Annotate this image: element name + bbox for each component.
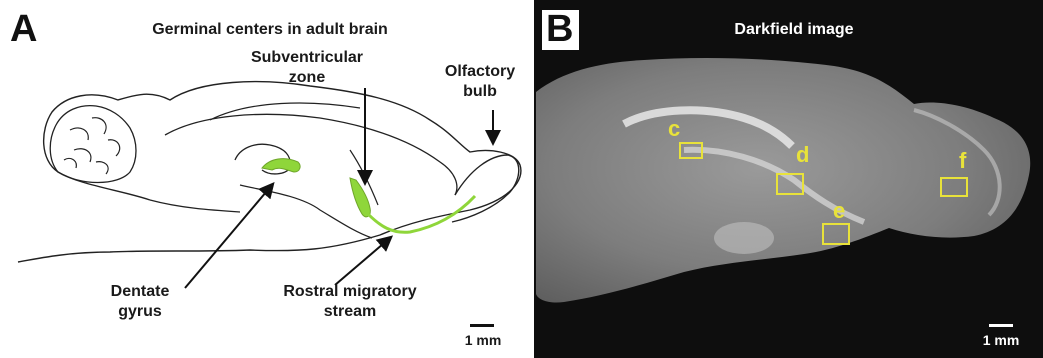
scale-bar-b <box>989 324 1013 327</box>
roi-label-d: d <box>796 144 809 166</box>
scale-label-b: 1 mm <box>971 330 1031 350</box>
corpus-callosum <box>210 103 360 120</box>
cerebellum-folia <box>64 118 120 174</box>
panel-a-letter: A <box>10 10 37 48</box>
cortex-curve <box>165 114 457 195</box>
rostral-migratory-stream-label: Rostral migratory stream <box>260 282 440 322</box>
panel-a-title: Germinal centers in adult brain <box>130 20 410 40</box>
brainstem-line <box>150 200 240 212</box>
roi-label-e: e <box>833 200 845 222</box>
midbrain-line <box>240 185 372 238</box>
subventricular-zone-label: Subventricular zone <box>222 48 392 88</box>
panel-b: B Darkfield image c d e f 1 mm <box>534 0 1043 358</box>
dentate-gyrus-highlight <box>262 159 300 172</box>
roi-label-f: f <box>959 150 966 172</box>
dentate-gyrus-label: Dentate gyrus <box>95 282 185 322</box>
scale-bar-a <box>470 324 494 327</box>
scale-label-a: 1 mm <box>453 330 513 350</box>
dentate-gyrus-arrow <box>185 185 272 288</box>
brain-outline <box>18 82 521 262</box>
panel-b-title: Darkfield image <box>684 20 904 40</box>
panel-a: A Germinal centers in adult brain Subven… <box>0 0 530 358</box>
tissue-region <box>714 222 774 254</box>
cerebellum-outline <box>50 106 136 183</box>
darkfield-image <box>534 0 1043 358</box>
olfactory-bulb-label: Olfactory bulb <box>425 62 535 102</box>
roi-label-c: c <box>668 118 680 140</box>
brain-section <box>536 58 1030 303</box>
svz-highlight <box>350 178 370 217</box>
panel-b-letter: B <box>542 10 579 50</box>
rms-highlight <box>368 196 475 232</box>
